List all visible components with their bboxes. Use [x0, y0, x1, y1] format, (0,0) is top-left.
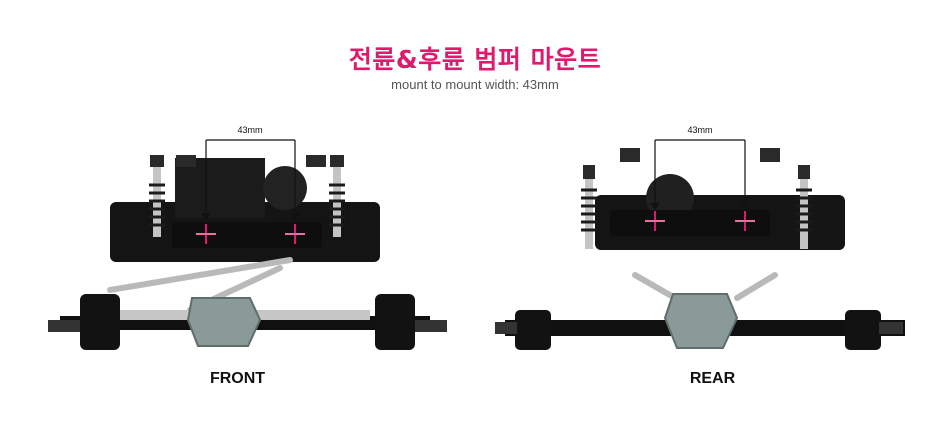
front-mount-marker-right: [285, 224, 305, 244]
rear-hub-left: [495, 322, 517, 334]
rear-hub-right: [879, 322, 903, 334]
rear-shock-left: [581, 165, 597, 249]
rear-chassis-panel: 43mm REAR: [475, 110, 950, 430]
front-shock-left: [149, 155, 196, 237]
front-hub-left: [48, 320, 80, 332]
front-hub-right: [415, 320, 447, 332]
rear-bumper-mount-bar: [610, 210, 770, 236]
front-knuckle-right: [375, 294, 415, 350]
front-motor-housing: [175, 158, 265, 218]
rear-caption: REAR: [689, 370, 736, 387]
page-subtitle: mount to mount width: 43mm: [391, 77, 559, 92]
front-dimension-label: 43mm: [237, 125, 262, 135]
rear-chassis-illustration: 43mm: [495, 125, 905, 350]
front-caption: FRONT: [209, 370, 266, 387]
rear-differential-cover: [663, 293, 739, 349]
front-bumper-mount-bar: [172, 222, 322, 248]
front-differential-cover: [186, 297, 262, 347]
front-shock-right: [306, 155, 345, 237]
rear-links: [632, 272, 778, 301]
front-mount-marker-left: [196, 224, 216, 244]
rear-knuckle-left: [515, 310, 551, 350]
front-chassis-illustration: 43mm: [48, 125, 447, 350]
front-chassis-panel: 43mm FRONT: [0, 110, 475, 430]
rear-dimension: [650, 139, 750, 211]
rear-knuckle-right: [845, 310, 881, 350]
front-dimension: [201, 139, 300, 221]
page-title: 전륜&후륜 범퍼 마운트: [348, 45, 602, 74]
front-drum: [263, 166, 307, 210]
rear-shock-right: [796, 165, 812, 249]
rear-dimension-label: 43mm: [687, 125, 712, 135]
rear-mount-marker-right: [735, 211, 755, 231]
front-knuckle-left: [80, 294, 120, 350]
rear-mount-marker-left: [645, 211, 665, 231]
